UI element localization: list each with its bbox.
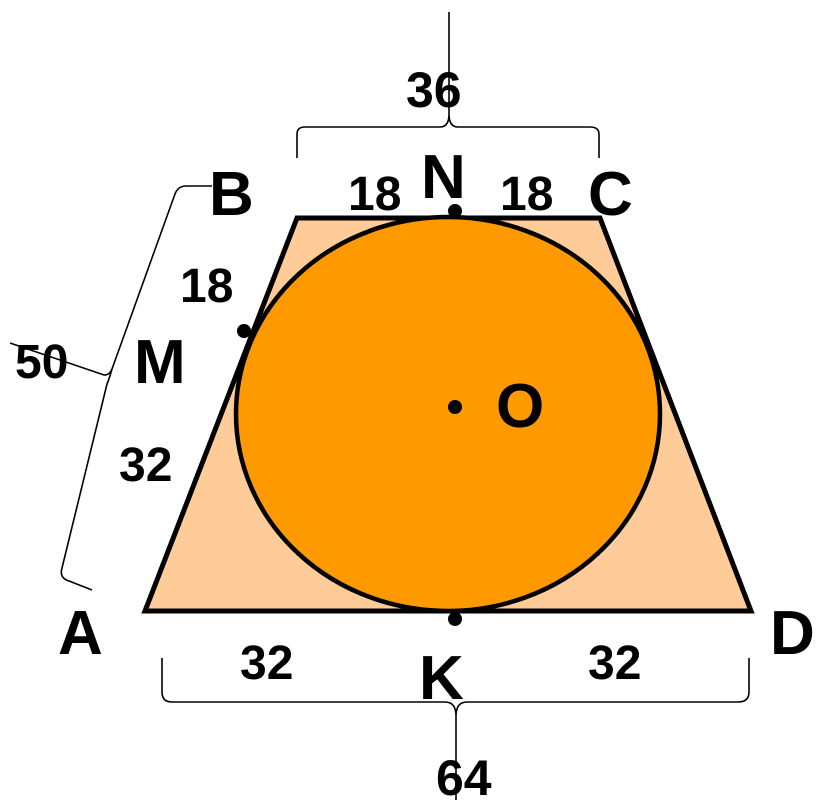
point-k-dot [448,612,462,626]
center-o-dot [448,400,462,414]
left-lower-value: 32 [119,439,172,492]
left-total-value: 50 [15,336,68,389]
label-b: B [209,160,254,229]
top-total-value: 36 [406,62,462,118]
left-upper-value: 18 [180,260,233,313]
label-n: N [421,143,466,212]
label-c: C [588,160,633,229]
top-right-value: 18 [500,168,553,221]
bottom-right-value: 32 [588,637,641,690]
bottom-brace [161,658,750,800]
label-d: D [770,599,815,668]
left-brace [9,185,212,591]
bottom-left-value: 32 [240,637,293,690]
label-a: A [58,599,103,668]
top-left-value: 18 [348,168,401,221]
inscribed-circle [233,214,663,614]
point-n-dot [448,204,462,218]
bottom-total-value: 64 [436,750,492,804]
point-m-dot [237,324,251,338]
label-k: K [419,644,464,713]
top-brace [296,12,600,158]
label-m: M [134,328,186,397]
label-o: O [496,372,544,441]
